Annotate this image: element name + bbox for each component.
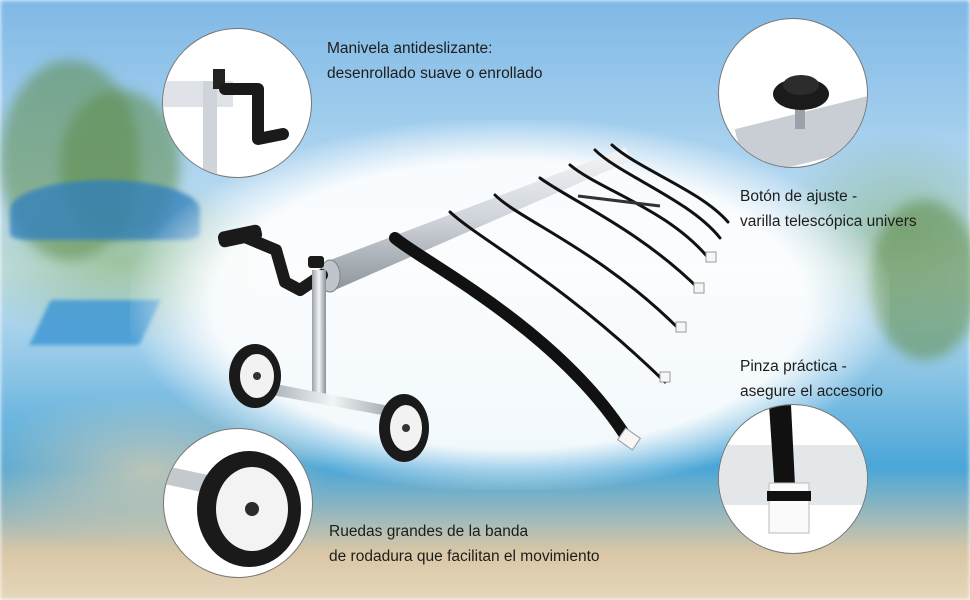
bracket-arm [577,194,661,208]
knob-caption-line2: varilla telescópica univers [740,213,917,230]
crank-caption: Manivela antideslizante: desenrollado su… [327,36,542,86]
wheel-detail-circle [163,428,313,578]
clip-caption: Pinza práctica - asegure el accesorio [740,354,883,404]
cover-straps [389,143,730,446]
wheel-caption-line2: de rodadura que facilitan el movimiento [329,548,600,565]
adjust-knob [308,256,324,268]
knob-caption-line1: Botón de ajuste - [740,188,858,205]
strap-clips [616,251,717,451]
crank-grip [217,224,263,248]
knob-caption: Botón de ajuste - varilla telescópica un… [740,184,917,234]
crank-detail-circle [162,28,312,178]
telescopic-tube [325,148,632,290]
wheel-axle [255,380,410,420]
crank-handle [234,229,328,296]
clip-caption-line1: Pinza práctica - [740,358,847,375]
stand-post [312,270,326,400]
wheel-caption: Ruedas grandes de la banda de rodadura q… [329,519,600,569]
stand-wheel-right [379,394,429,462]
knob-detail-circle [718,18,868,168]
crank-caption-line2: desenrollado suave o enrollado [327,65,543,82]
crank-caption-line1: Manivela antideslizante: [327,40,493,57]
clip-caption-line2: asegure el accesorio [740,383,884,400]
wheel-caption-line1: Ruedas grandes de la banda [329,523,529,540]
stand-wheel-left [229,344,281,408]
clip-detail-circle [718,404,868,554]
